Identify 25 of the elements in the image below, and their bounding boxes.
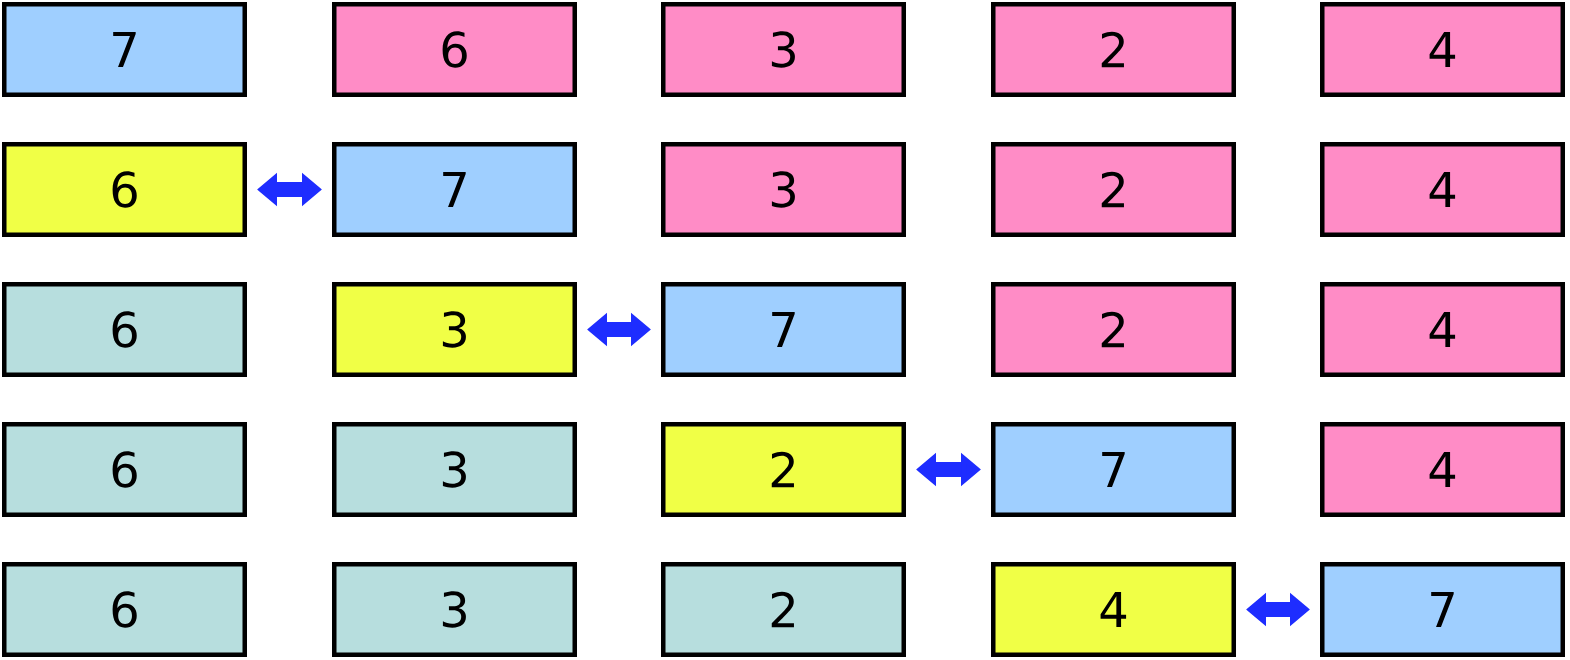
number-box: 3 [661,2,906,97]
number-box: 6 [2,562,247,657]
number-box: 6 [2,282,247,377]
number-box: 2 [661,422,906,517]
number-box: 3 [332,422,577,517]
number-box: 6 [332,2,577,97]
number-box: 6 [2,422,247,517]
number-box: 2 [991,282,1236,377]
number-box: 2 [661,562,906,657]
number-box: 2 [991,2,1236,97]
number-box: 7 [332,142,577,237]
number-box: 3 [332,562,577,657]
number-box: 4 [1320,142,1565,237]
number-box: 4 [1320,2,1565,97]
number-box: 7 [2,2,247,97]
number-box: 4 [1320,282,1565,377]
number-box: 7 [1320,562,1565,657]
number-box: 7 [991,422,1236,517]
number-box: 6 [2,142,247,237]
number-box: 4 [1320,422,1565,517]
number-box: 3 [661,142,906,237]
number-box: 4 [991,562,1236,657]
number-box: 7 [661,282,906,377]
number-box: 3 [332,282,577,377]
number-box: 2 [991,142,1236,237]
